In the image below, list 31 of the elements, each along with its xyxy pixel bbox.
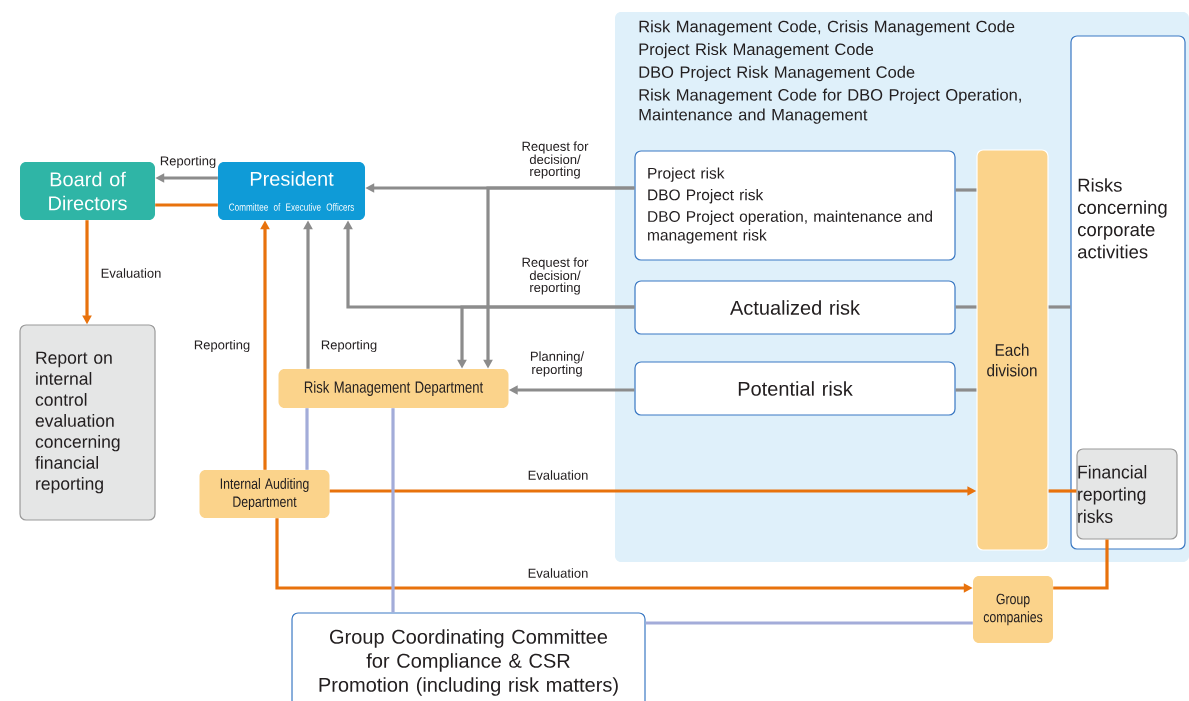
- edge-label: Reporting: [321, 339, 377, 353]
- connector-line: [955, 305, 977, 309]
- edge-label: Planning/ reporting: [530, 351, 585, 377]
- board-box: Board of Directors: [20, 162, 155, 220]
- division-bar: Each division: [976, 149, 1049, 551]
- edge-label: Reporting: [160, 155, 216, 169]
- edge-label: Evaluation: [101, 268, 161, 278]
- edge-label: Request for decision/ reporting: [522, 141, 589, 179]
- risk-box: Project risk DBO Project risk DBO Project operation, maintenance and management risk: [634, 150, 956, 261]
- connector-line: [391, 408, 395, 613]
- connector-line: [955, 388, 977, 392]
- connector-line: [305, 408, 309, 470]
- connector-line: [155, 203, 218, 207]
- connector-line: [955, 188, 977, 192]
- risk-category-box: Financial reporting risks: [1076, 448, 1178, 540]
- president-box: President Committee of Executive Officers: [218, 162, 365, 220]
- group-companies-box: Group companies: [973, 576, 1053, 643]
- edge-label: Request for decision/ reporting: [522, 257, 589, 295]
- connector-line: [645, 621, 973, 625]
- department-box: Risk Management Department: [278, 369, 509, 408]
- edge-label: Evaluation: [528, 568, 588, 578]
- report-box: Report on internal control evaluation concerning financial reporting: [19, 324, 156, 521]
- edge-label: Evaluation: [528, 470, 588, 480]
- connector-line: [1053, 539, 1109, 590]
- committee-box: Group Coordinating Committee for Compliance & CSR Promotion (including risk matters): [291, 612, 646, 701]
- risk-box: Actualized risk: [634, 280, 956, 335]
- edge-label: Reporting: [194, 339, 250, 353]
- risk-box: Potential risk: [634, 361, 956, 416]
- department-box: Internal Auditing Department: [199, 470, 330, 518]
- connector-line: [1048, 489, 1077, 493]
- connector-line: [1048, 305, 1071, 309]
